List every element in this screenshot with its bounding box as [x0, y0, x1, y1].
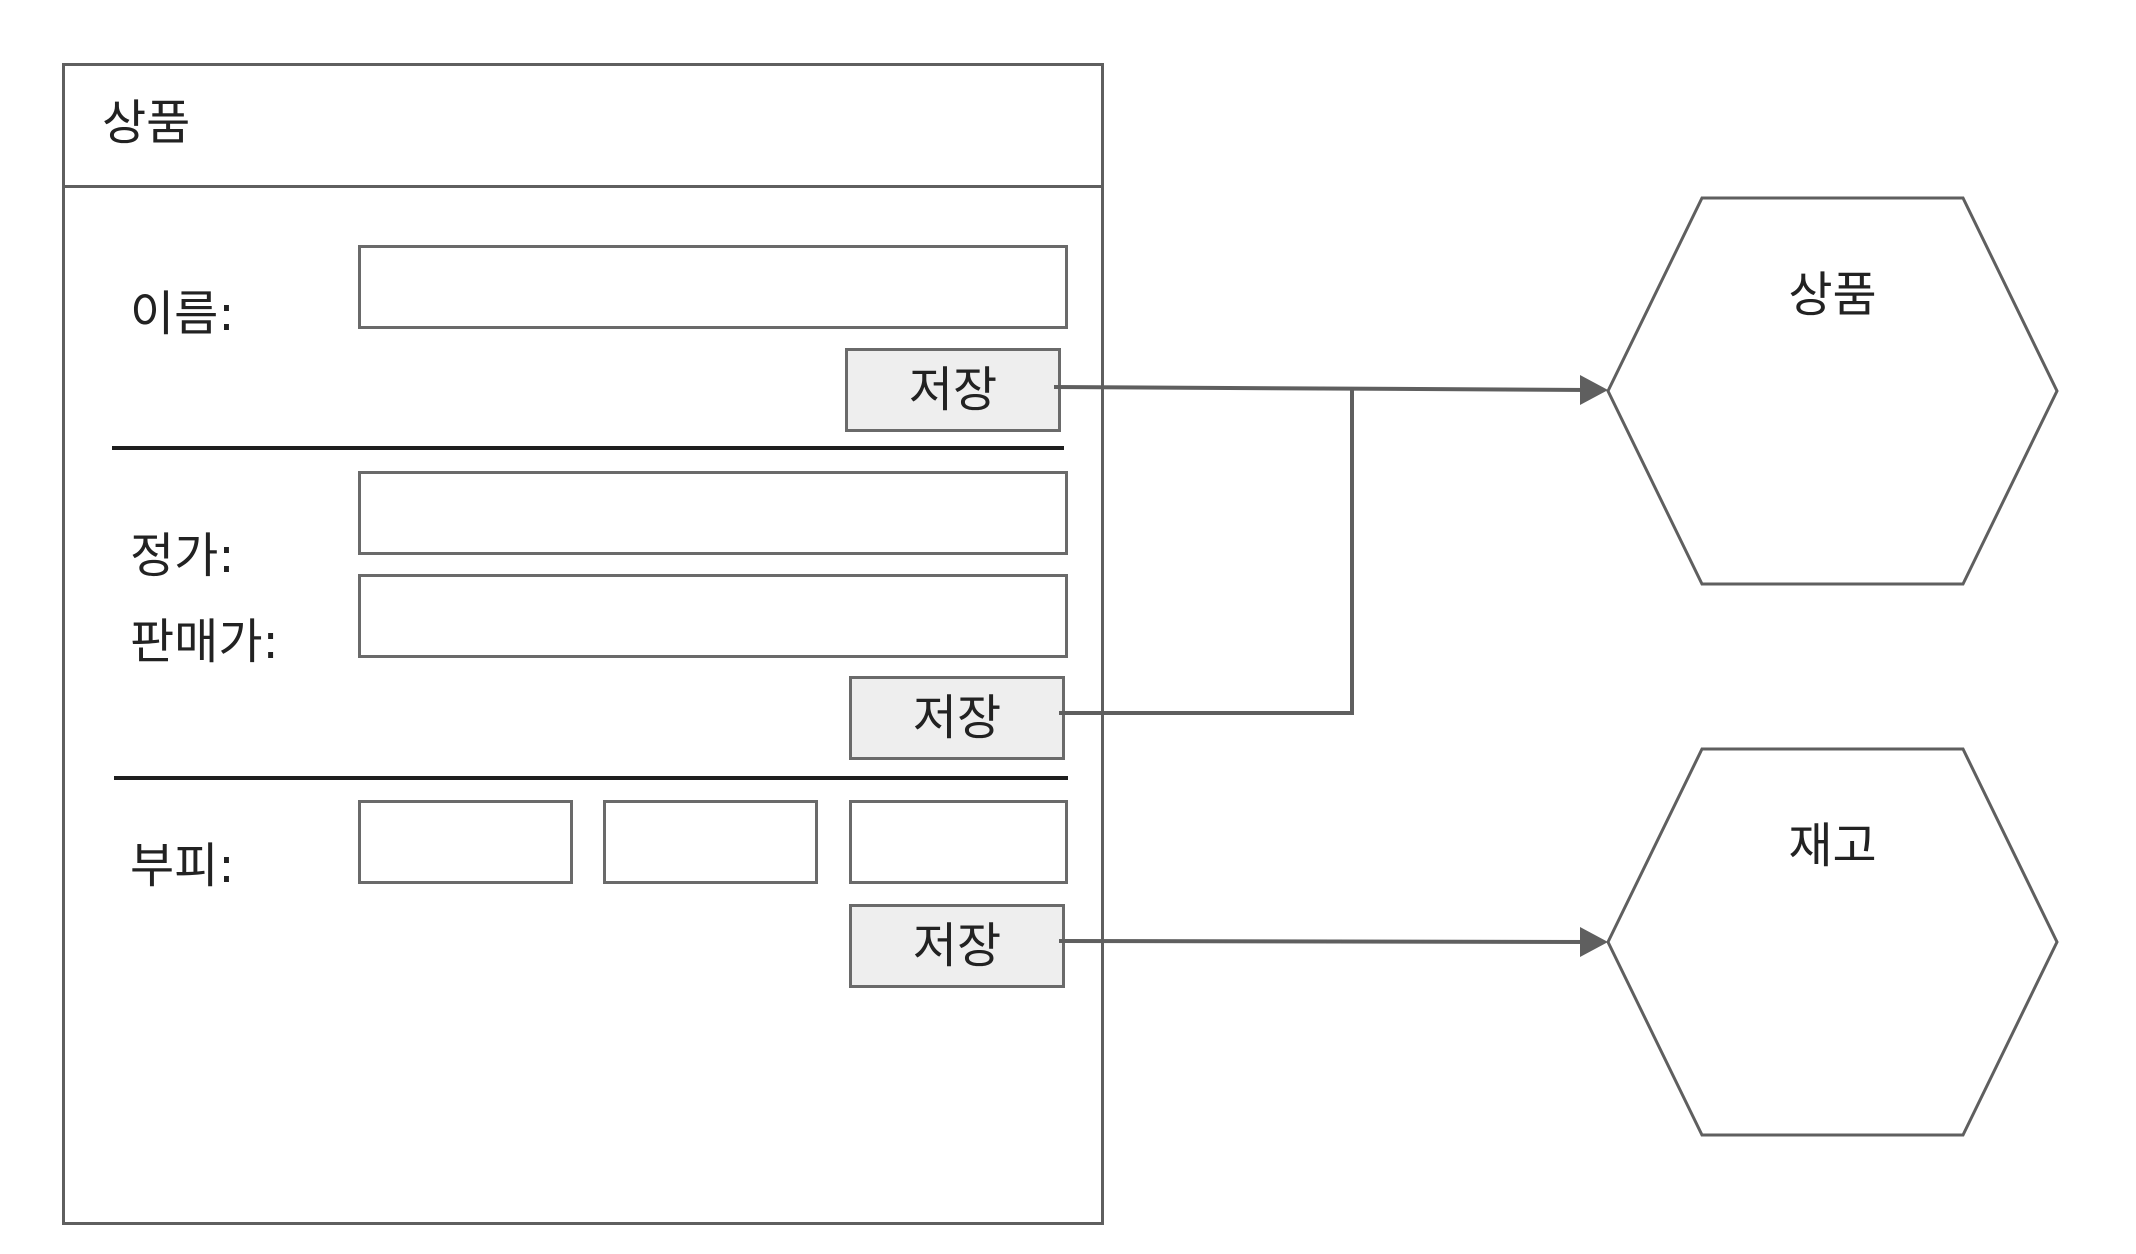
volume-save-button[interactable]: 저장	[849, 904, 1065, 988]
volume-save-connector	[1058, 939, 1591, 944]
name-label: 이름:	[130, 286, 235, 342]
inventory-service-label: 재고	[1788, 818, 1877, 874]
name-save-connector	[1053, 385, 1591, 392]
arrowhead-to-inventory	[1580, 927, 1608, 957]
section-divider-1	[112, 446, 1064, 450]
list-price-field[interactable]	[358, 471, 1068, 555]
volume-field-2[interactable]	[603, 800, 818, 884]
volume-field-3[interactable]	[849, 800, 1068, 884]
product-service-label: 상품	[1788, 267, 1877, 323]
window-title-bar: 상품	[65, 66, 1101, 188]
window-title: 상품	[102, 95, 191, 151]
arrowhead-to-product	[1580, 375, 1608, 405]
sale-price-label: 판매가:	[130, 614, 279, 670]
hexagon-shape	[1606, 196, 2059, 586]
product-form-window: 상품 이름: 저장 정가: 판매가: 저장 부피: 저장	[62, 63, 1104, 1225]
price-save-button[interactable]: 저장	[849, 676, 1065, 760]
inventory-service-hexagon: 재고	[1606, 746, 2059, 1138]
list-price-label: 정가:	[130, 528, 235, 584]
volume-label: 부피:	[130, 838, 235, 894]
product-service-hexagon: 상품	[1606, 195, 2059, 587]
sale-price-field[interactable]	[358, 574, 1068, 658]
hexagon-shape	[1606, 747, 2059, 1137]
name-field[interactable]	[358, 245, 1068, 329]
name-save-button[interactable]: 저장	[845, 348, 1061, 432]
section-divider-2	[114, 776, 1068, 780]
volume-field-1[interactable]	[358, 800, 573, 884]
